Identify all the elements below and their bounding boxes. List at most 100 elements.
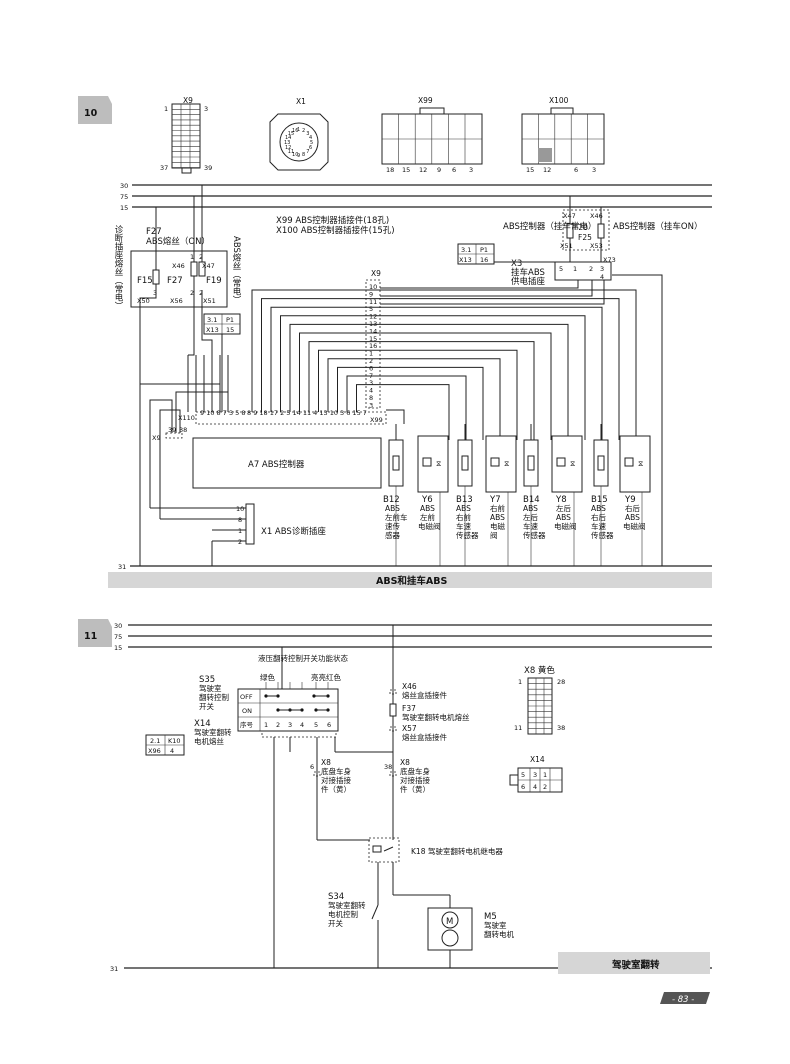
svg-text:左后: 左后	[523, 512, 538, 522]
harness-loop	[270, 306, 603, 440]
section-10-footer: ABS和挂车ABS	[108, 572, 712, 588]
svg-text:6: 6	[310, 763, 314, 771]
svg-text:2: 2	[199, 289, 203, 297]
x9-column-pin: 12	[369, 313, 377, 321]
svg-text:车速: 车速	[456, 521, 471, 531]
svg-text:Y9: Y9	[624, 495, 636, 505]
svg-text:S35: S35	[199, 675, 215, 685]
svg-text:P1: P1	[480, 246, 488, 254]
svg-text:绿色: 绿色	[260, 672, 275, 682]
page-number: - 83 -	[660, 992, 710, 1005]
harness-wire	[201, 290, 213, 412]
svg-text:F15: F15	[137, 276, 153, 286]
svg-text:3: 3	[469, 166, 473, 174]
svg-text:X8 黄色: X8 黄色	[524, 665, 555, 676]
svg-text:X99: X99	[370, 416, 383, 424]
svg-text:翻转电机: 翻转电机	[484, 929, 514, 939]
svg-text:X73: X73	[603, 256, 616, 264]
section-10-title: ABS和挂车ABS	[376, 575, 448, 587]
harness-wire	[380, 280, 605, 305]
svg-text:感器: 感器	[385, 530, 400, 540]
svg-text:X8: X8	[400, 758, 410, 767]
x1-pin-label: 7	[306, 149, 309, 155]
switch-function-table: OFF ON 序号 1 2 3 4 5 6	[237, 682, 339, 738]
valve-coil	[490, 457, 500, 467]
x9-column-pin: 11	[369, 298, 377, 306]
svg-text:F20: F20	[574, 223, 588, 232]
svg-text:3: 3	[533, 771, 537, 779]
svg-text:2: 2	[238, 538, 242, 546]
svg-text:18: 18	[386, 166, 394, 174]
fuse-f37-chain: X46 熔丝盒插接件 F37 驾驶室翻转电机熔丝 X57 熔丝盒插接件	[389, 625, 470, 840]
x1-pin-label: 2	[302, 128, 305, 134]
harness-wire	[159, 409, 181, 519]
svg-text:6: 6	[574, 166, 578, 174]
svg-text:车速: 车速	[591, 521, 606, 531]
svg-text:X51: X51	[203, 297, 216, 305]
svg-text:X96: X96	[148, 747, 161, 755]
svg-text:31: 31	[118, 563, 126, 571]
x1-pin-label: 10	[292, 152, 298, 158]
harness-loop	[337, 366, 484, 440]
svg-text:电磁: 电磁	[490, 521, 505, 531]
svg-text:30: 30	[120, 182, 128, 190]
svg-text:30: 30	[114, 622, 122, 630]
svg-text:1: 1	[190, 253, 194, 261]
x1-pin-label: 12	[285, 145, 291, 151]
svg-text:左后: 左后	[556, 503, 571, 513]
svg-text:F37: F37	[402, 704, 416, 713]
svg-text:底盘车身: 底盘车身	[321, 766, 351, 776]
svg-text:Y8: Y8	[555, 495, 567, 505]
harness-loop	[346, 375, 467, 440]
svg-text:3: 3	[204, 105, 208, 113]
svg-text:车速: 车速	[523, 521, 538, 531]
svg-text:39: 39	[204, 164, 212, 172]
x9-column-pin: 5	[369, 305, 373, 313]
sensor-coil	[527, 455, 535, 471]
harness-wire	[188, 276, 195, 356]
valve-symbol: ⧖	[638, 459, 644, 468]
svg-text:8 9 18 17 2 5 14 11 4 13 10 3: 8 9 18 17 2 5 14 11 4 13 10 3 6 15 7	[247, 409, 367, 417]
svg-text:6: 6	[452, 166, 456, 174]
x9-column-pin: 3	[369, 401, 373, 409]
svg-text:X47: X47	[202, 262, 215, 270]
svg-text:驾驶室翻转: 驾驶室翻转	[194, 727, 232, 737]
svg-text:X1: X1	[296, 97, 306, 106]
svg-text:右前: 右前	[456, 512, 471, 522]
svg-text:X46: X46	[590, 212, 603, 220]
x14-label: X14 驾驶室翻转 电机熔丝	[194, 719, 232, 746]
harness-loop	[299, 332, 552, 440]
harness-loop	[327, 358, 501, 440]
svg-text:ABS: ABS	[523, 504, 538, 513]
svg-text:右后: 右后	[591, 512, 606, 522]
sensor-coil	[461, 455, 469, 471]
svg-text:B13: B13	[456, 495, 473, 505]
x9-column-pin: 4	[369, 387, 373, 395]
section-11-footer: 驾驶室翻转	[558, 952, 710, 974]
section-10-badge: 10	[78, 96, 112, 124]
svg-text:X100: X100	[549, 96, 569, 105]
x9-column-pin: 2	[369, 357, 373, 365]
side-label: 诊断插座熔丝（常电）	[113, 224, 123, 310]
svg-text:2: 2	[589, 265, 593, 273]
svg-text:ABS: ABS	[591, 504, 606, 513]
sensor-coil	[392, 455, 400, 471]
right-label: ABS熔丝（常电）	[231, 236, 241, 304]
svg-text:ABS: ABS	[556, 513, 571, 522]
svg-text:熔丝盒插接件: 熔丝盒插接件	[402, 732, 447, 742]
wire-harness	[139, 274, 663, 566]
svg-text:12: 12	[543, 166, 551, 174]
svg-text:速传: 速传	[385, 521, 400, 531]
svg-text:3: 3	[288, 721, 292, 729]
a7-abs-controller: A7 ABS控制器	[192, 437, 382, 489]
svg-text:底盘车身: 底盘车身	[400, 766, 430, 776]
svg-text:8: 8	[238, 516, 242, 524]
x8-connector-view: X8 黄色 1 28 11 38	[514, 665, 565, 735]
svg-text:ABS控制器（挂车ON）: ABS控制器（挂车ON）	[613, 221, 702, 232]
x1-pin-label: 16	[292, 128, 298, 134]
svg-text:X56: X56	[170, 297, 183, 305]
svg-text:F27: F27	[146, 227, 162, 237]
svg-text:供电插座: 供电插座	[511, 276, 546, 287]
k18-relay: K18 驾驶室翻转电机继电器	[368, 837, 503, 863]
svg-text:驾驶室: 驾驶室	[199, 683, 222, 693]
